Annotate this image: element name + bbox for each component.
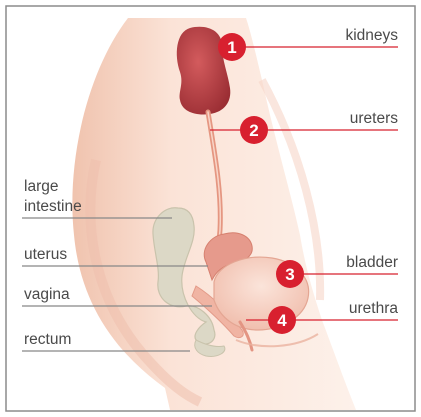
svg-text:4: 4 xyxy=(277,311,287,330)
marker-4: 4 xyxy=(268,306,296,334)
label-vagina: vagina xyxy=(24,286,70,303)
label-rectum: rectum xyxy=(24,331,71,348)
svg-text:2: 2 xyxy=(249,121,258,140)
marker-1: 1 xyxy=(218,33,246,61)
label-large-intestine-line1: large xyxy=(24,178,58,195)
marker-3: 3 xyxy=(276,260,304,288)
svg-text:1: 1 xyxy=(227,38,236,57)
label-urethra: urethra xyxy=(349,300,398,317)
label-kidneys: kidneys xyxy=(345,27,398,44)
svg-text:3: 3 xyxy=(285,265,294,284)
label-uterus: uterus xyxy=(24,246,67,263)
label-ureters: ureters xyxy=(350,110,398,127)
label-bladder: bladder xyxy=(346,254,398,271)
label-large-intestine-line2: intestine xyxy=(24,198,82,215)
marker-2: 2 xyxy=(240,116,268,144)
